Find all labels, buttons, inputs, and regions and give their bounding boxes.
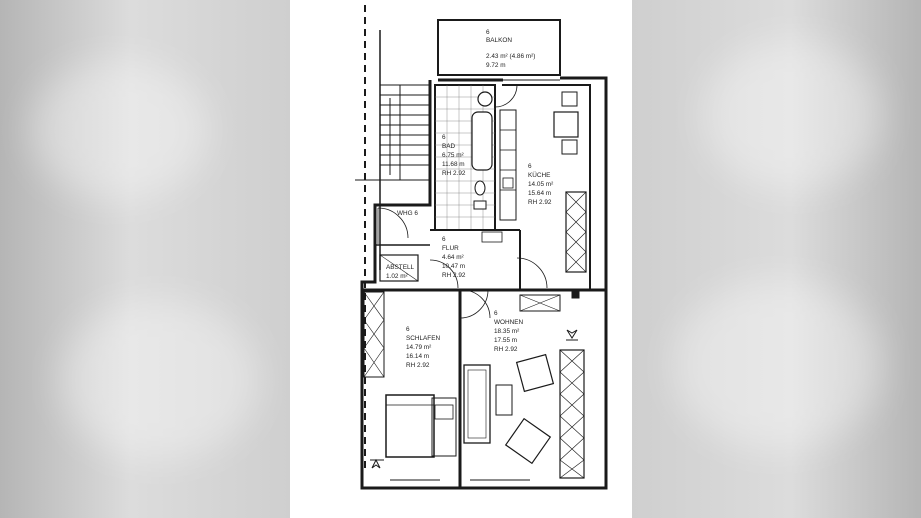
- wc-door-swing: [377, 207, 409, 239]
- floor-plan-sheet: 6 BALKON 2.43 m² (4.86 m²) 9.72 m 6 BAD …: [290, 0, 632, 518]
- flur-door-swing: [429, 259, 459, 289]
- bedroom-wardrobe: [363, 291, 385, 378]
- kitchen-door-swing-lower: [516, 257, 548, 289]
- label-balkon-name: BALKON: [486, 37, 512, 44]
- washing-machine: [477, 91, 493, 107]
- blurred-right-margin: [632, 0, 921, 518]
- staircase: [379, 84, 431, 181]
- label-kueche-number: 6: [528, 163, 532, 170]
- armchair-icon: [515, 353, 555, 393]
- chair-icon: [561, 139, 578, 155]
- balcony: [437, 19, 561, 81]
- double-bed: [385, 394, 435, 458]
- plant-icon: [370, 458, 384, 469]
- label-schlafen-area: 14.79 m²: [406, 344, 431, 351]
- label-bad-area: 6.75 m²: [442, 152, 464, 159]
- toilet: [474, 180, 486, 196]
- label-wc: WHG 6: [397, 210, 418, 217]
- label-wohnen-name: WOHNEN: [494, 319, 523, 326]
- sofa: [463, 364, 491, 444]
- radiator: [481, 231, 503, 243]
- bedroom-door-swing: [459, 289, 489, 319]
- label-bad-number: 6: [442, 134, 446, 141]
- label-balkon-perimeter: 9.72 m: [486, 62, 506, 69]
- living-room: [460, 288, 606, 481]
- label-flur-number: 6: [442, 236, 446, 243]
- bedroom: [362, 288, 462, 488]
- label-flur-perimeter: 10.47 m: [442, 263, 465, 270]
- blurred-left-margin: [0, 0, 290, 518]
- kitchen-counter: [499, 109, 517, 221]
- label-balkon-number: 6: [486, 29, 490, 36]
- label-bad-perimeter: 11.68 m: [442, 161, 465, 168]
- label-schlafen-name: SCHLAFEN: [406, 335, 440, 342]
- label-bad-height: RH 2.92: [442, 170, 466, 177]
- bathtub: [471, 111, 493, 171]
- label-flur-name: FLUR: [442, 245, 459, 252]
- armchair-icon: [504, 417, 552, 465]
- label-balkon-area: 2.43 m² (4.86 m²): [486, 53, 535, 60]
- stove: [502, 177, 514, 189]
- label-abstell-area: 1.02 m²: [386, 273, 408, 280]
- label-wohnen-height: RH 2.92: [494, 346, 518, 353]
- label-wohnen-area: 18.35 m²: [494, 328, 519, 335]
- plant-icon: [566, 329, 578, 341]
- storage-room: [379, 254, 419, 282]
- label-kueche-area: 14.05 m²: [528, 181, 553, 188]
- label-schlafen-height: RH 2.92: [406, 362, 430, 369]
- living-shelf: [559, 349, 585, 479]
- floor-plan-drawing: 6 BALKON 2.43 m² (4.86 m²) 9.72 m 6 BAD …: [355, 5, 608, 490]
- label-abstell-name: ABSTELL: [386, 264, 415, 271]
- nightstand: [431, 397, 457, 457]
- kitchen: [494, 84, 591, 290]
- kitchen-door-swing: [494, 84, 518, 108]
- label-schlafen-perimeter: 16.14 m: [406, 353, 429, 360]
- living-radiator: [519, 294, 561, 312]
- apartment-outer-wall: [360, 76, 608, 490]
- label-flur-area: 4.64 m²: [442, 254, 464, 261]
- washbasin: [473, 200, 487, 210]
- living-door-swing: [462, 289, 491, 319]
- label-bad-name: BAD: [442, 143, 456, 150]
- kitchen-table: [553, 111, 579, 138]
- hallway: [375, 207, 521, 319]
- label-wohnen-perimeter: 17.55 m: [494, 337, 517, 344]
- label-kueche-name: KÜCHE: [528, 171, 550, 179]
- window-radiator: [565, 191, 587, 273]
- label-schlafen-number: 6: [406, 326, 410, 333]
- label-flur-height: RH 2.92: [442, 272, 466, 279]
- label-wohnen-number: 6: [494, 310, 498, 317]
- label-kueche-perimeter: 15.64 m: [528, 190, 551, 197]
- coffee-table: [495, 384, 513, 416]
- chimney-icon: [571, 290, 580, 299]
- chair-icon: [561, 91, 578, 107]
- label-kueche-height: RH 2.92: [528, 199, 552, 206]
